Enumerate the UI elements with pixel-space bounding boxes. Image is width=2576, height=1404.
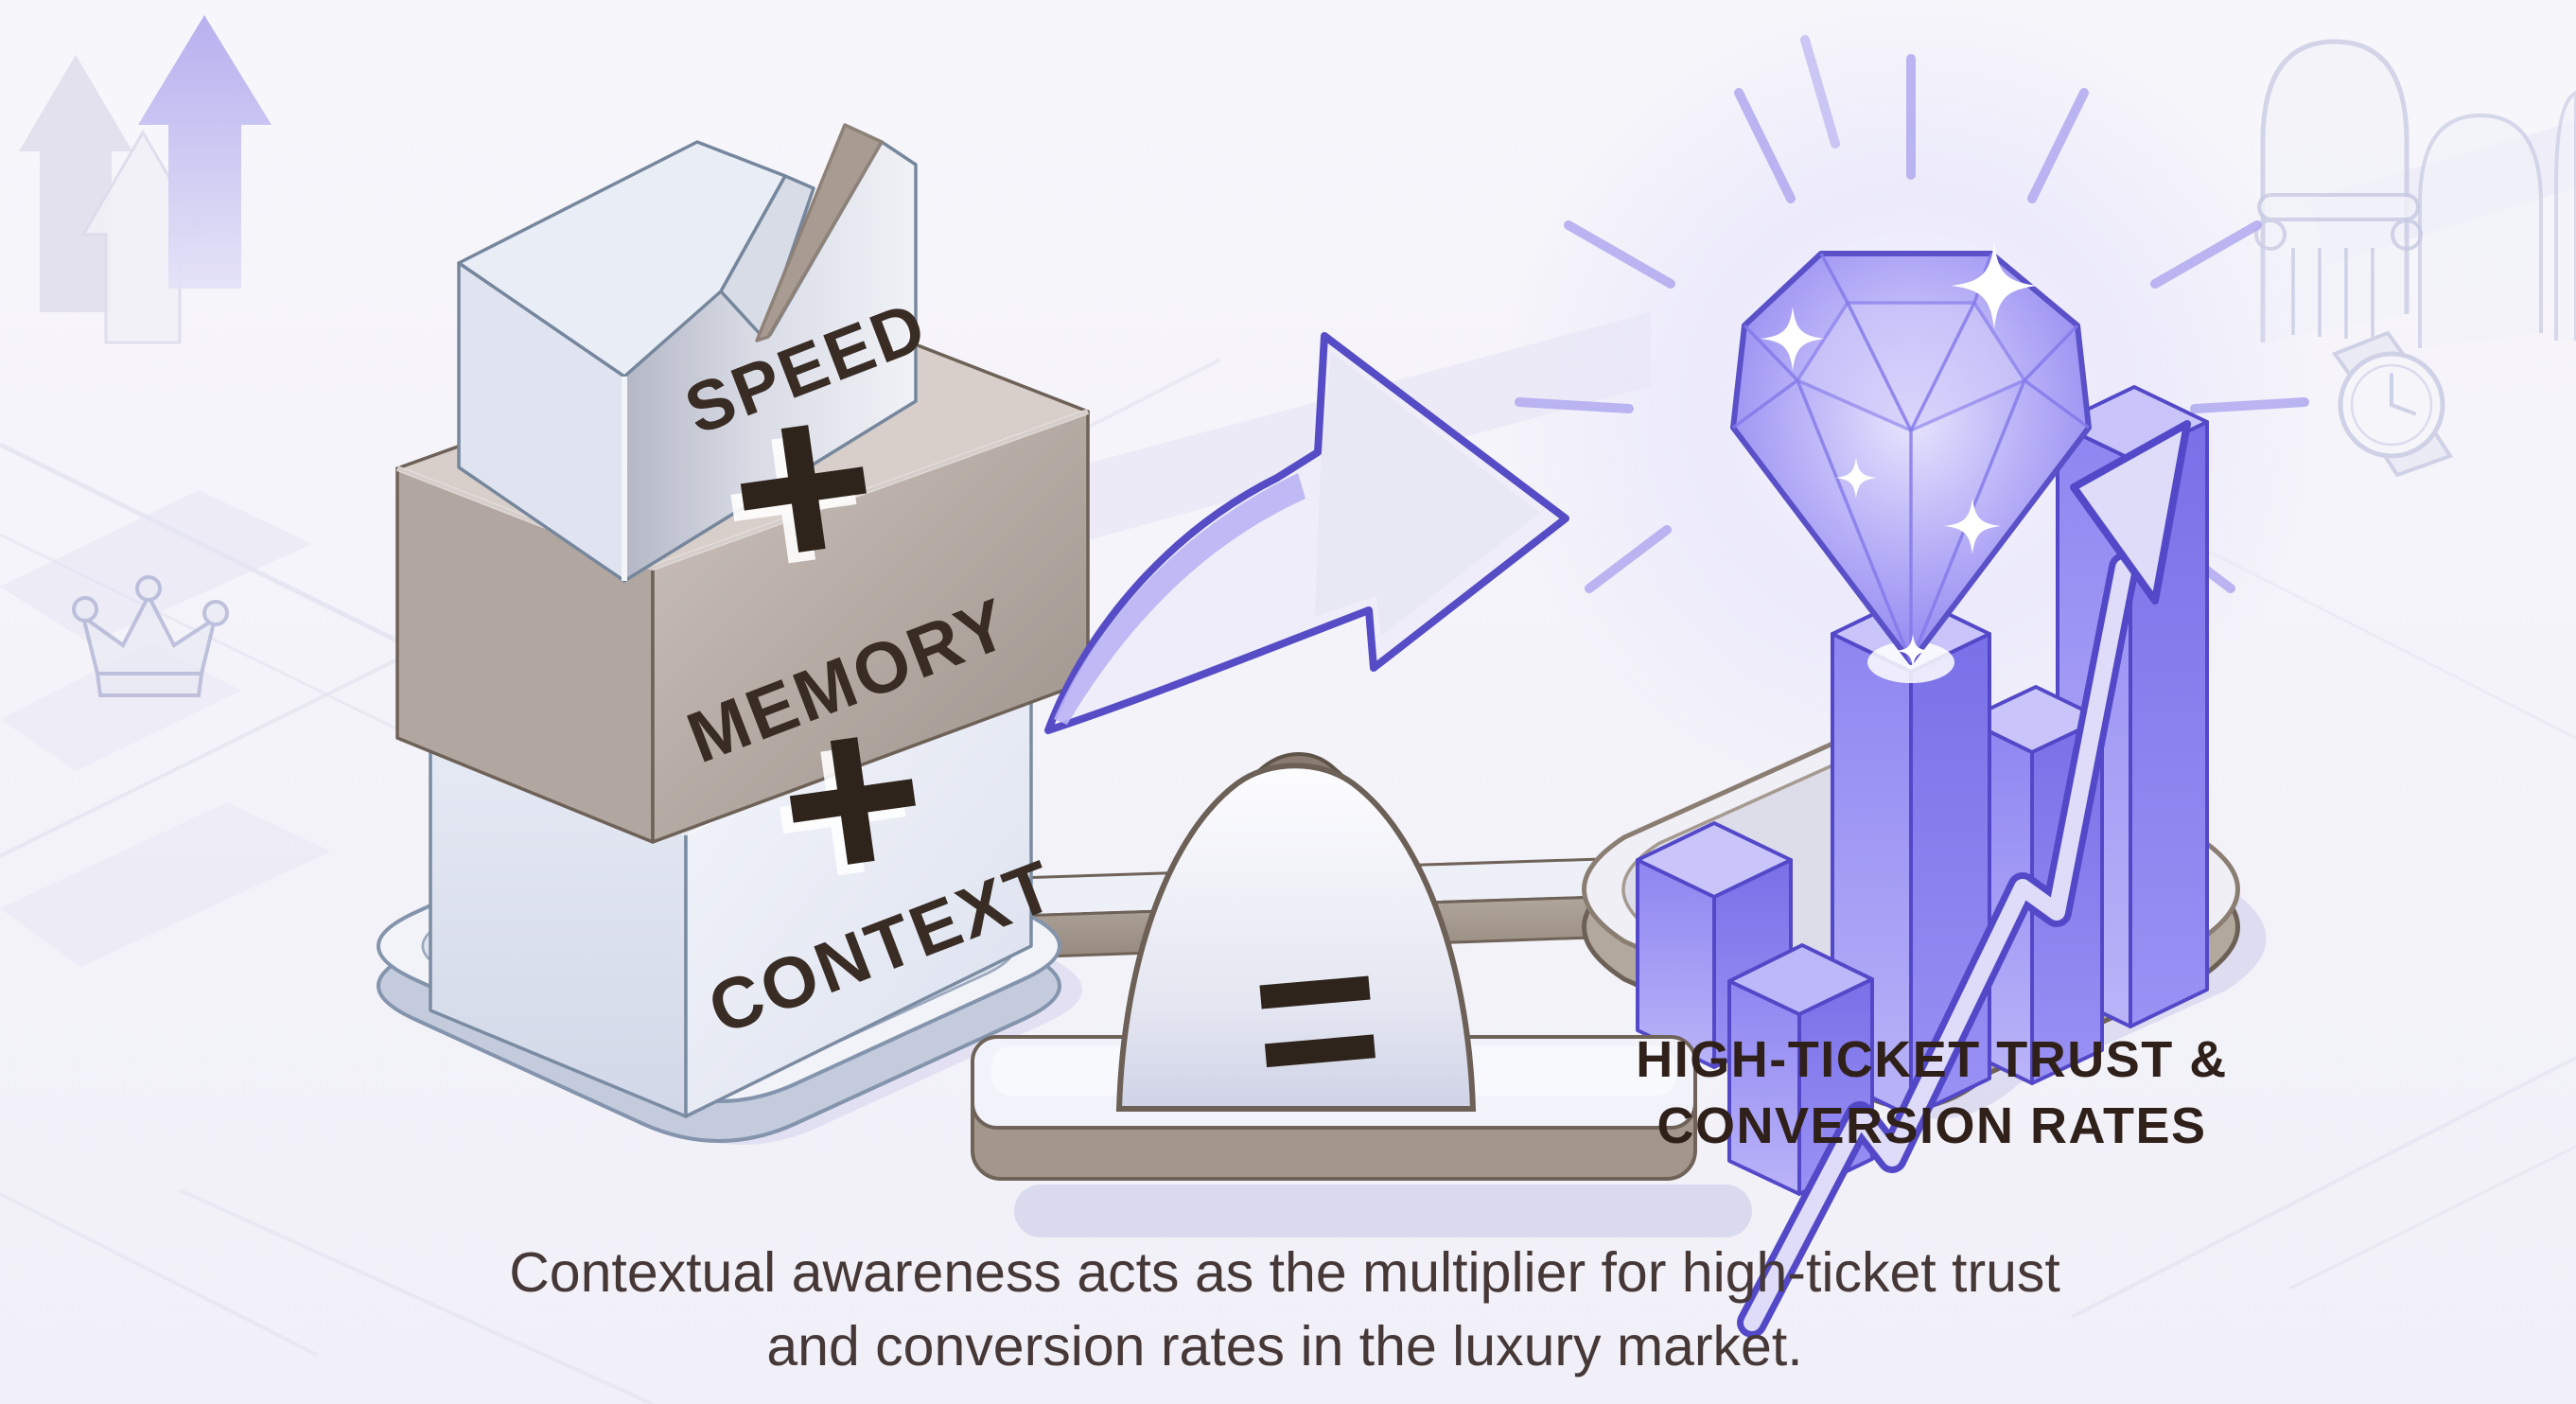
crown-icon [72,575,229,697]
caption: Contextual awareness acts as the multipl… [509,1241,2060,1378]
up-arrow-icon [138,15,272,289]
equals-sign: = [1243,892,1391,1146]
speed-block [457,123,918,583]
balance-scale-icon: = [971,752,1752,1237]
rays-icon [1515,35,2309,593]
up-arrow-icon [19,55,132,312]
arch-icon [2554,90,2576,341]
arch-icon [2418,113,2543,348]
growth-arrow-icon [1737,420,2191,1338]
caption-line-1: Contextual awareness acts as the multipl… [509,1241,2060,1304]
right-background-architecture [2254,39,2576,478]
arch-icon [2260,39,2410,342]
result-line-1: HIGH-TICKET TRUST & [1636,1031,2227,1088]
diamond-icon [1730,242,2092,683]
caption-line-2: and conversion rates in the luxury marke… [766,1315,1802,1378]
growth-arrows-icon [19,15,272,344]
watch-icon [2331,330,2454,478]
scale-arch-front [1115,763,1477,1112]
result-line-2: CONVERSION RATES [1656,1097,2206,1154]
result-label: HIGH-TICKET TRUST & CONVERSION RATES [1636,1031,2227,1154]
curved-arrow-icon [1044,332,1569,734]
